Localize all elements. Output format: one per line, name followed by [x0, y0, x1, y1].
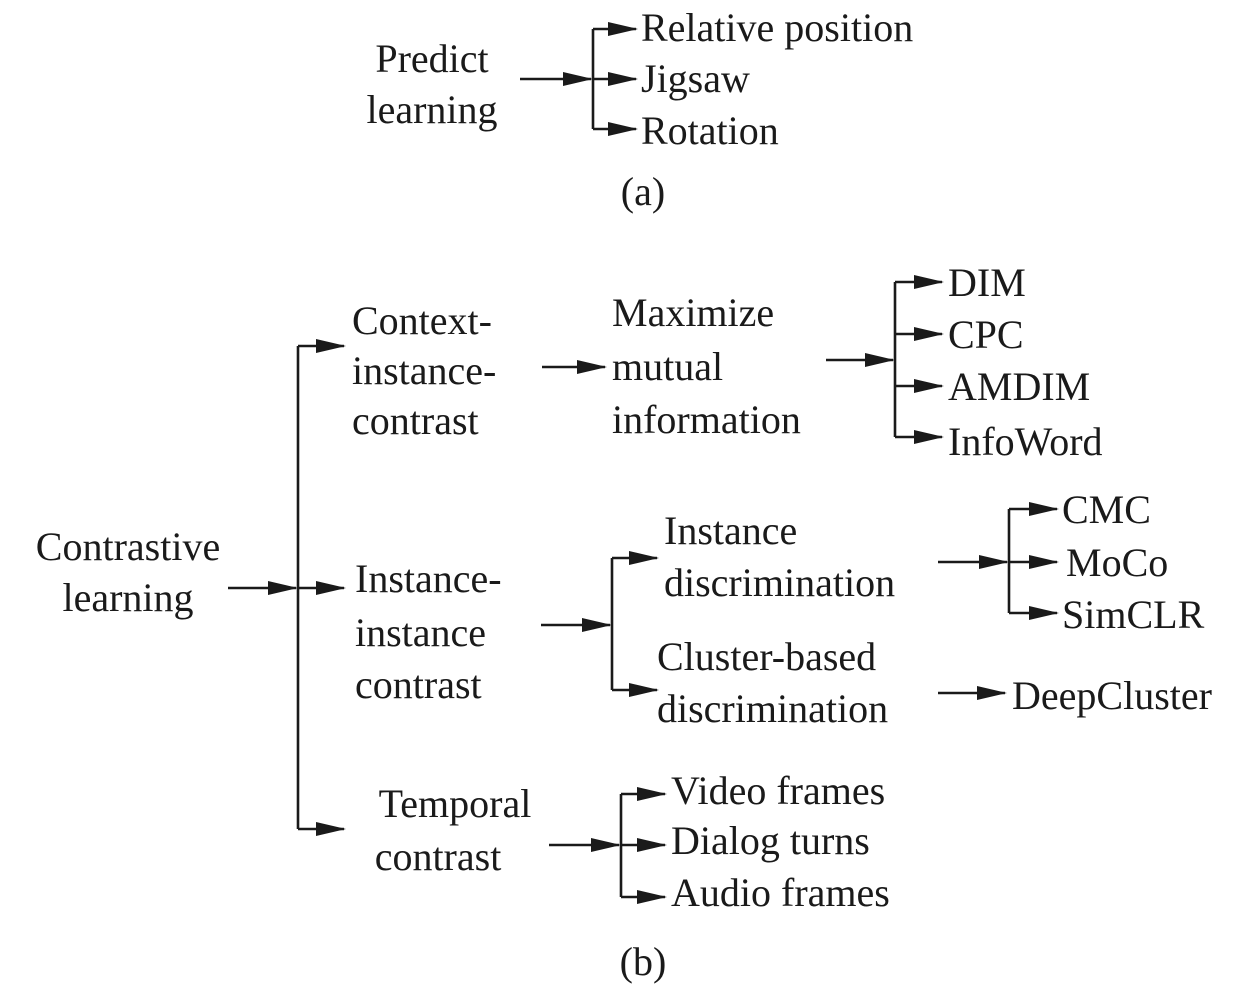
cluster-discrimination-line2: discrimination	[657, 686, 888, 731]
instance-discrimination-line1: Instance	[664, 508, 797, 553]
instance-label-line1: Instance-	[355, 556, 502, 601]
caption-a: (a)	[621, 169, 665, 214]
mutual-info-line2: mutual	[612, 344, 723, 389]
caption-b: (b)	[620, 939, 667, 984]
leaf-deepcluster: DeepCluster	[1012, 673, 1212, 718]
leaf-dialog-turns: Dialog turns	[671, 818, 870, 863]
panel-a: Predict learning Relative position Jigsa…	[366, 5, 913, 214]
context-label-line3: contrast	[352, 398, 479, 443]
predict-learning-label-line2: learning	[366, 87, 497, 132]
instance-label-line3: contrast	[355, 662, 482, 707]
mutual-info-line3: information	[612, 397, 801, 442]
context-label-line1: Context-	[352, 298, 492, 343]
contrastive-learning-label-line2: learning	[62, 575, 193, 620]
instance-instance-contrast-group: Instance- instance contrast Instance dis…	[355, 487, 1212, 731]
instance-discrimination-line2: discrimination	[664, 560, 895, 605]
leaf-cpc: CPC	[948, 312, 1024, 357]
instance-label-line2: instance	[355, 610, 486, 655]
temporal-label-line2: contrast	[375, 834, 502, 879]
leaf-relative-position: Relative position	[641, 5, 913, 50]
contrastive-learning-label-line1: Contrastive	[36, 524, 220, 569]
leaf-moco: MoCo	[1066, 540, 1168, 585]
leaf-simclr: SimCLR	[1062, 592, 1205, 637]
panel-b: Contrastive learning Context- instance- …	[36, 260, 1212, 984]
leaf-video-frames: Video frames	[671, 768, 885, 813]
leaf-cmc: CMC	[1062, 487, 1151, 532]
leaf-audio-frames: Audio frames	[671, 870, 890, 915]
temporal-label-line1: Temporal	[379, 781, 532, 826]
predict-learning-label-line1: Predict	[375, 36, 488, 81]
leaf-infoword: InfoWord	[948, 419, 1103, 464]
cluster-discrimination-line1: Cluster-based	[657, 634, 876, 679]
temporal-contrast-group: Temporal contrast Video frames Dialog tu…	[375, 768, 890, 915]
leaf-rotation: Rotation	[641, 108, 779, 153]
mutual-info-line1: Maximize	[612, 290, 774, 335]
leaf-dim: DIM	[948, 260, 1026, 305]
leaf-amdim: AMDIM	[948, 364, 1090, 409]
context-instance-contrast-group: Context- instance- contrast Maximize mut…	[352, 260, 1103, 464]
context-label-line2: instance-	[352, 348, 496, 393]
leaf-jigsaw: Jigsaw	[641, 56, 750, 101]
